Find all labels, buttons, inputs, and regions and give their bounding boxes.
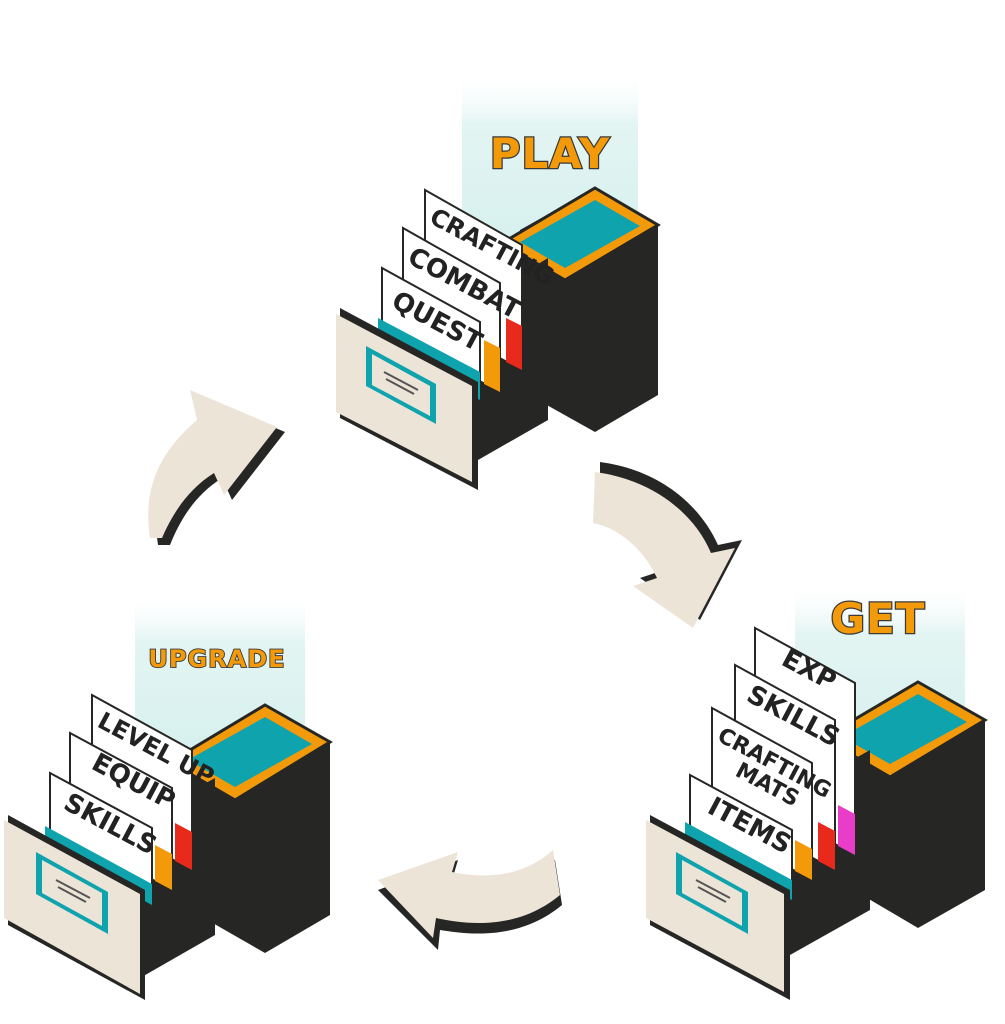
upgrade-title: UPGRADE (148, 645, 285, 673)
arrow-upgrade-to-play (148, 390, 285, 545)
play-title: PLAY (490, 129, 610, 178)
upgrade-cabinet: LEVEL UP EQUIP SKILLS UPGRADE (4, 590, 333, 1000)
play-cabinet: CRAFTING COMBAT QUEST PLAY (336, 70, 661, 490)
arrow-get-to-upgrade (378, 850, 562, 950)
get-cabinet: EXP SKILLS CRAFTING MATS ITEMS GET (646, 580, 988, 1000)
arrow-play-to-get (593, 462, 742, 628)
get-title: GET (831, 594, 926, 643)
